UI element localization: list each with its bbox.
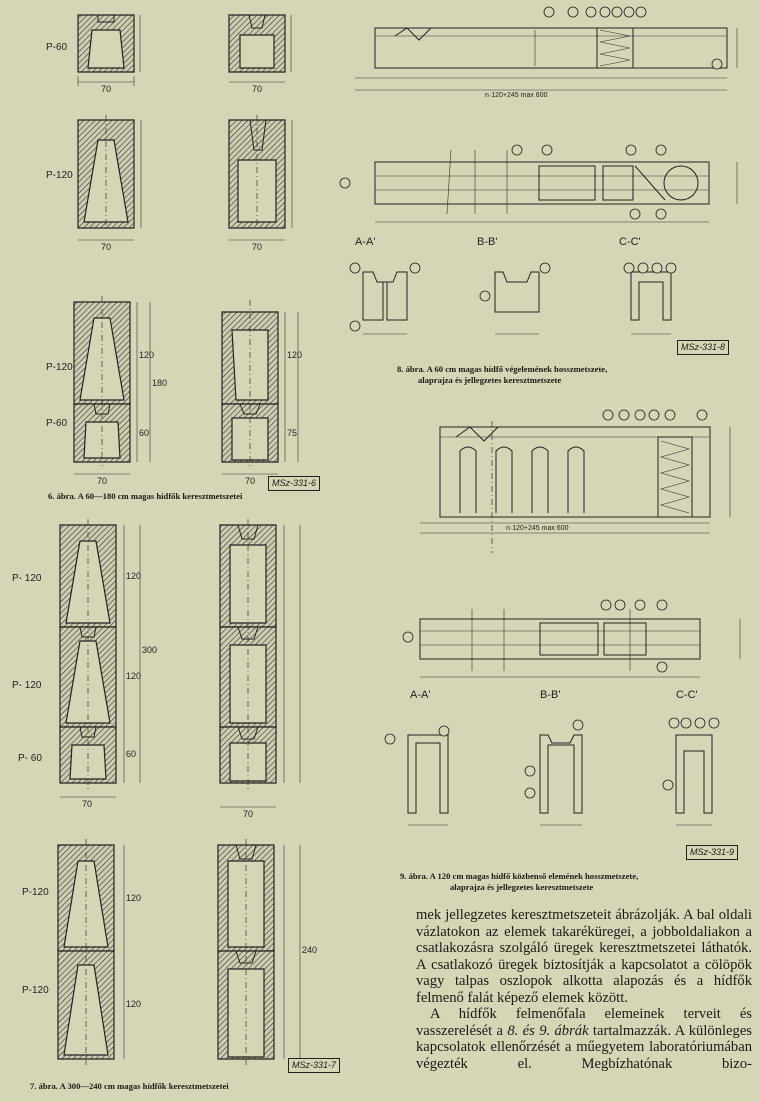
- dim-120: 120: [126, 999, 142, 1009]
- dim-120: 120: [126, 671, 142, 681]
- figure-6-drawing: [73, 14, 299, 475]
- figure-reference: 8. és 9. ábrák: [507, 1022, 589, 1039]
- dim-70: 70: [252, 242, 263, 252]
- caption-fig8-line2: alaprajza és jellegzetes keresztmetszete: [418, 375, 562, 385]
- dim-70: 70: [101, 242, 112, 252]
- figure-8-drawing: [339, 6, 738, 335]
- label-p60-stack: P-60: [46, 418, 68, 429]
- stamp-msz-331-8: MSz-331-8: [677, 340, 730, 355]
- label-p60: P- 60: [18, 753, 42, 764]
- section-label-cc: C-C': [619, 236, 641, 248]
- section-label-cc: C-C': [676, 689, 698, 701]
- caption-fig9-line1: 9. ábra. A 120 cm magas hídfő közbenső e…: [400, 871, 639, 881]
- label-p120: P- 120: [12, 680, 42, 691]
- dim-70: 70: [82, 799, 93, 809]
- section-label-bb: B-B': [477, 236, 498, 248]
- dim-120: 120: [126, 893, 142, 903]
- dim-60: 60: [139, 428, 150, 438]
- caption-fig6: 6. ábra. A 60—180 cm magas hídfők keresz…: [48, 491, 243, 501]
- dim-180: 180: [152, 378, 168, 388]
- caption-fig7: 7. ábra. A 300—240 cm magas hídfők keres…: [30, 1081, 229, 1091]
- paragraph-2-start: A hídfők felmenőfala elemeinek terveit é…: [416, 1006, 752, 1039]
- paragraph-2: A hídfők felmenőfala elemeinek terveit é…: [416, 1006, 752, 1072]
- figure-9-drawing: [384, 409, 741, 826]
- stamp-msz-331-6: MSz-331-6: [268, 476, 321, 491]
- section-label-aa: A-A': [355, 236, 376, 248]
- label-p120: P- 120: [12, 573, 42, 584]
- figure-8: n·120+245 max 600 A-A' B-B' C-C' MSz-331…: [335, 0, 760, 395]
- dimline: n·120+245 max 600: [506, 525, 569, 532]
- caption-fig8-line1: 8. ábra. A 60 cm magas hídfő végelemének…: [397, 364, 608, 374]
- caption-fig9-line2: alaprajza és jellegzetes keresztmetszete: [450, 882, 594, 892]
- label-p60: P-60: [46, 42, 68, 53]
- body-text: mek jellegzetes keresztmetszeteit ábrázo…: [416, 907, 752, 1072]
- dim-75: 75: [287, 428, 298, 438]
- dim-70: 70: [243, 809, 254, 819]
- figure-6: P-60 P-120 P-120 P-60 70 70 70 70 70 70 …: [0, 0, 330, 505]
- dim-70: 70: [101, 84, 112, 94]
- figure-7: P- 120 P- 120 P- 60 P-120 P-120 120 120 …: [0, 515, 341, 1102]
- label-p120-lower: P-120: [22, 985, 49, 996]
- dim-300: 300: [142, 645, 158, 655]
- paragraph-1: mek jellegzetes keresztmetszeteit ábrázo…: [416, 907, 752, 1006]
- dimline: n·120+245 max 600: [485, 92, 548, 99]
- stamp-msz-331-7: MSz-331-7: [288, 1058, 341, 1073]
- figure-7-drawing: [57, 519, 301, 1065]
- dim-120: 120: [139, 350, 155, 360]
- dim-70: 70: [252, 84, 263, 94]
- paragraph-2-end: tartalmazzák. A különleges kapcsolatok e…: [416, 1022, 752, 1072]
- dim-70: 70: [97, 476, 108, 486]
- label-p120: P-120: [46, 170, 73, 181]
- dim-240: 240: [302, 945, 318, 955]
- dim-60: 60: [126, 749, 137, 759]
- dim-120: 120: [287, 350, 303, 360]
- section-label-aa: A-A': [410, 689, 431, 701]
- stamp-msz-331-9: MSz-331-9: [686, 845, 739, 860]
- dim-120: 120: [126, 571, 142, 581]
- figure-9: n·120+245 max 600 A-A' B-B' C-C' MSz-331…: [380, 405, 760, 895]
- label-p120-lower: P-120: [22, 887, 49, 898]
- label-p120-stack: P-120: [46, 362, 73, 373]
- section-label-bb: B-B': [540, 689, 561, 701]
- dim-70: 70: [245, 476, 256, 486]
